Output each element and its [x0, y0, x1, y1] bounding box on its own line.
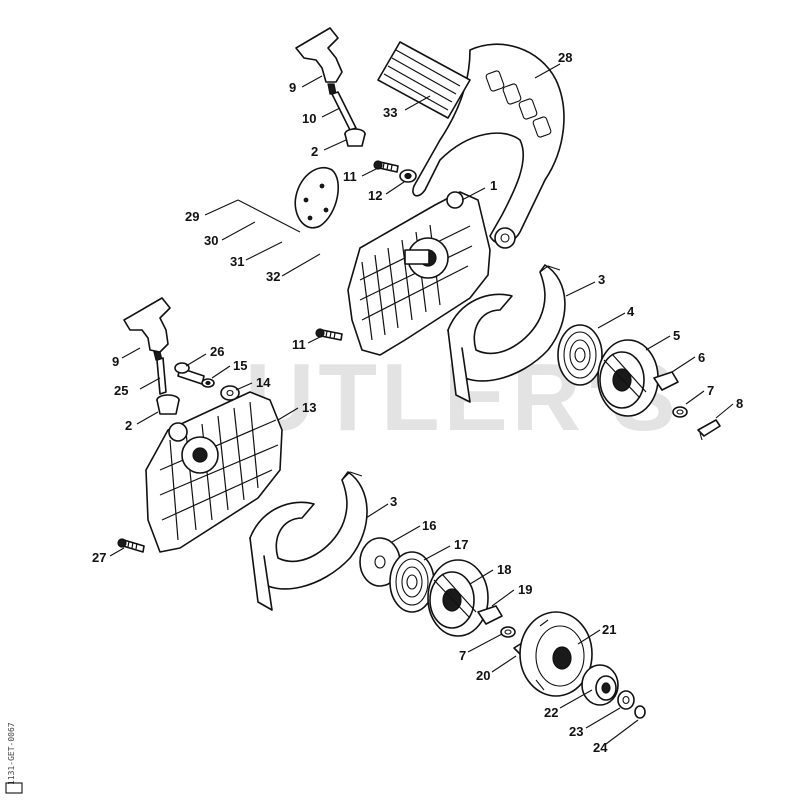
callout-11-upper: 11	[343, 169, 357, 184]
part-21-cup[interactable]	[519, 611, 593, 697]
part-9-starter-grip-upper[interactable]	[295, 27, 343, 95]
callout-3-lower: 3	[390, 494, 397, 509]
callout-7-lower: 7	[459, 648, 466, 663]
part-23-washer[interactable]	[617, 690, 635, 710]
part-2-rope-guide-lower[interactable]	[156, 394, 180, 415]
callout-31: 31	[230, 254, 244, 269]
callout-9-upper: 9	[289, 80, 296, 95]
callout-7-upper: 7	[707, 383, 714, 398]
callout-10: 10	[302, 111, 316, 126]
part-14-washer[interactable]	[220, 385, 240, 401]
callout-28: 28	[558, 50, 572, 65]
callout-22: 22	[544, 705, 558, 720]
part-1-fan-housing[interactable]	[347, 191, 491, 356]
callout-29: 29	[185, 209, 199, 224]
part-4-rewind-spring-upper[interactable]	[557, 324, 603, 386]
callout-9-lower: 9	[112, 354, 119, 369]
callout-18: 18	[497, 562, 511, 577]
leader-lines	[109, 63, 734, 745]
part-24-circlip[interactable]	[634, 705, 646, 719]
callout-21: 21	[602, 622, 616, 637]
callout-30: 30	[204, 233, 218, 248]
callout-12: 12	[368, 188, 382, 203]
callout-3-upper: 3	[598, 272, 605, 287]
callout-8: 8	[736, 396, 743, 411]
callout-27: 27	[92, 550, 106, 565]
part-33-grip-strip[interactable]	[377, 41, 471, 119]
callout-14: 14	[256, 375, 271, 390]
callout-15: 15	[233, 358, 247, 373]
callout-2-upper: 2	[311, 144, 318, 159]
part-15-sleeve[interactable]	[201, 378, 215, 388]
part-13-fan-housing-lower[interactable]	[145, 391, 283, 553]
part-12-sleeve[interactable]	[399, 169, 417, 183]
callout-32: 32	[266, 269, 280, 284]
callout-16: 16	[422, 518, 436, 533]
part-6-pawl[interactable]	[653, 371, 679, 391]
part-28-handle[interactable]	[412, 43, 565, 249]
part-11-screw-middle[interactable]	[315, 328, 343, 341]
callout-23: 23	[569, 724, 583, 739]
part-10-starter-rope[interactable]	[331, 91, 357, 131]
callout-13: 13	[302, 400, 316, 415]
callout-1: 1	[490, 178, 497, 193]
callout-11-middle: 11	[292, 337, 306, 352]
callout-25: 25	[114, 383, 128, 398]
part-22-nut[interactable]	[581, 664, 619, 706]
callout-2-lower: 2	[125, 418, 132, 433]
document-id: 1131-GET-0067	[7, 722, 16, 785]
callout-20: 20	[476, 668, 490, 683]
part-5-rope-rotor-upper[interactable]	[597, 339, 659, 417]
callout-26: 26	[210, 344, 224, 359]
callout-labels: 28 33 9 10 2 11 12 1 29 30 31 32 11 3 4 …	[92, 50, 743, 755]
doc-id-box	[5, 782, 23, 794]
part-7-spring-clip-lower[interactable]	[500, 626, 516, 638]
part-8-spring[interactable]	[697, 419, 721, 441]
part-9-starter-grip-lower[interactable]	[123, 297, 171, 361]
part-19-pawl[interactable]	[477, 605, 503, 625]
callout-17: 17	[454, 537, 468, 552]
part-27-screw[interactable]	[117, 538, 145, 553]
callout-19: 19	[518, 582, 532, 597]
callout-5: 5	[673, 328, 680, 343]
part-11-screw-upper[interactable]	[373, 160, 399, 173]
part-2-rope-guide-upper[interactable]	[344, 128, 366, 147]
part-3-guide-plate-upper[interactable]	[447, 264, 566, 403]
callout-33: 33	[383, 105, 397, 120]
part-18-rope-rotor-lower[interactable]	[427, 559, 489, 637]
part-25-starter-rope[interactable]	[156, 357, 167, 395]
callout-24: 24	[593, 740, 608, 755]
part-29-cover-plate[interactable]	[294, 167, 340, 229]
part-3-guide-plate-lower[interactable]	[249, 471, 368, 611]
part-26-bolt[interactable]	[174, 362, 205, 385]
callout-4: 4	[627, 304, 635, 319]
part-17-rewind-spring-lower[interactable]	[389, 551, 435, 613]
callout-6: 6	[698, 350, 705, 365]
part-7-spring-clip-upper[interactable]	[672, 406, 688, 418]
